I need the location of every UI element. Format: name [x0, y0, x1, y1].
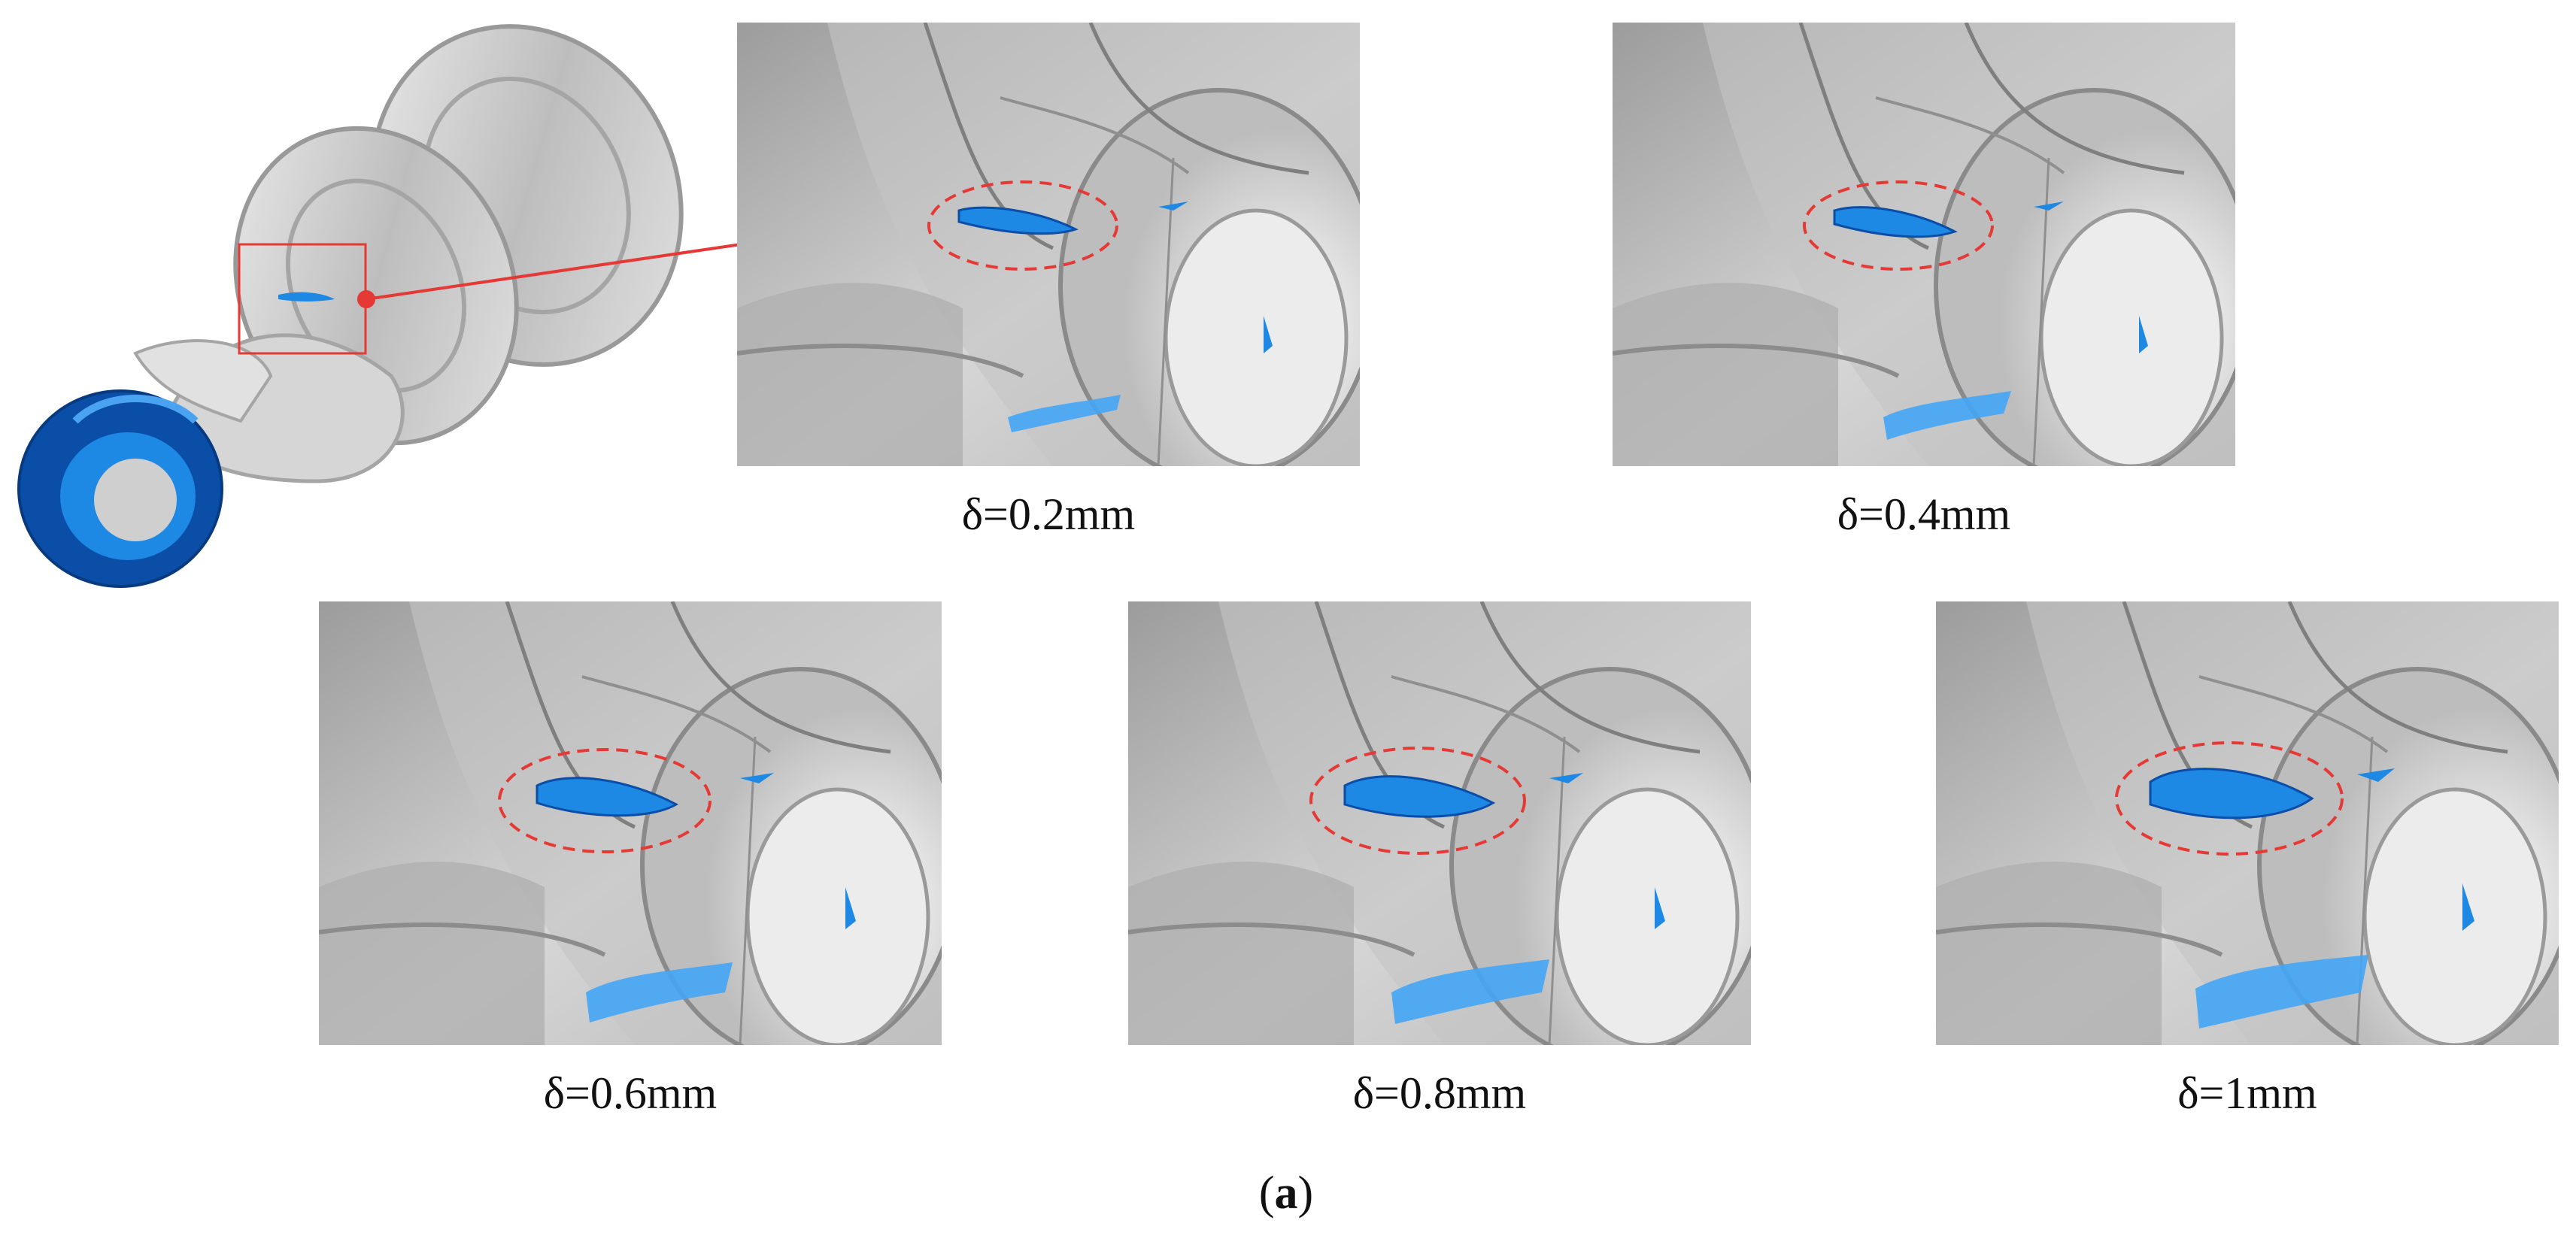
detail-view-2: [1613, 23, 2235, 466]
impeller-stages: [133, 24, 684, 483]
cavity-region: [1833, 201, 2148, 440]
detail-panel-2: δ=0.4mm: [1613, 23, 2235, 539]
detail-view-4: [1128, 601, 1751, 1045]
cavity-ellipse: [498, 748, 712, 853]
detail-view-1: [737, 23, 1360, 466]
figure-label: (a): [1233, 1167, 1339, 1220]
pump-overview-svg: [17, 24, 742, 588]
detail-view-5: [1936, 601, 2559, 1045]
leader-line: [366, 243, 742, 301]
overview-cavity: [278, 292, 335, 301]
cavity-ellipse: [1309, 747, 1526, 855]
panel-caption-1: δ=0.2mm: [961, 489, 1136, 539]
cavity-region: [1343, 773, 1665, 1024]
inlet-volute: [17, 389, 223, 588]
panel-caption-4: δ=0.8mm: [1352, 1068, 1527, 1118]
detail-panel-5: δ=1mm: [1936, 601, 2559, 1118]
detail-panel-1: δ=0.2mm: [737, 23, 1360, 539]
panel-caption-2: δ=0.4mm: [1837, 489, 2011, 539]
panel-caption-3: δ=0.6mm: [543, 1068, 718, 1118]
cavity-region: [536, 773, 856, 1022]
figure-label-letter: a: [1274, 1168, 1298, 1219]
cavity-region: [2149, 768, 2474, 1028]
cavity-ellipse: [927, 180, 1118, 271]
figure-label-close: ): [1297, 1168, 1314, 1219]
cavity-ellipse: [2115, 741, 2344, 856]
pump-overview-model: [0, 0, 752, 662]
detail-panel-3: δ=0.6mm: [319, 601, 942, 1118]
cavity-ellipse: [1803, 180, 1994, 271]
detail-panel-4: δ=0.8mm: [1128, 601, 1751, 1118]
panel-caption-5: δ=1mm: [2177, 1068, 2317, 1118]
detail-view-3: [319, 601, 942, 1045]
figure-label-open: (: [1258, 1168, 1275, 1219]
cavity-region: [957, 201, 1273, 432]
